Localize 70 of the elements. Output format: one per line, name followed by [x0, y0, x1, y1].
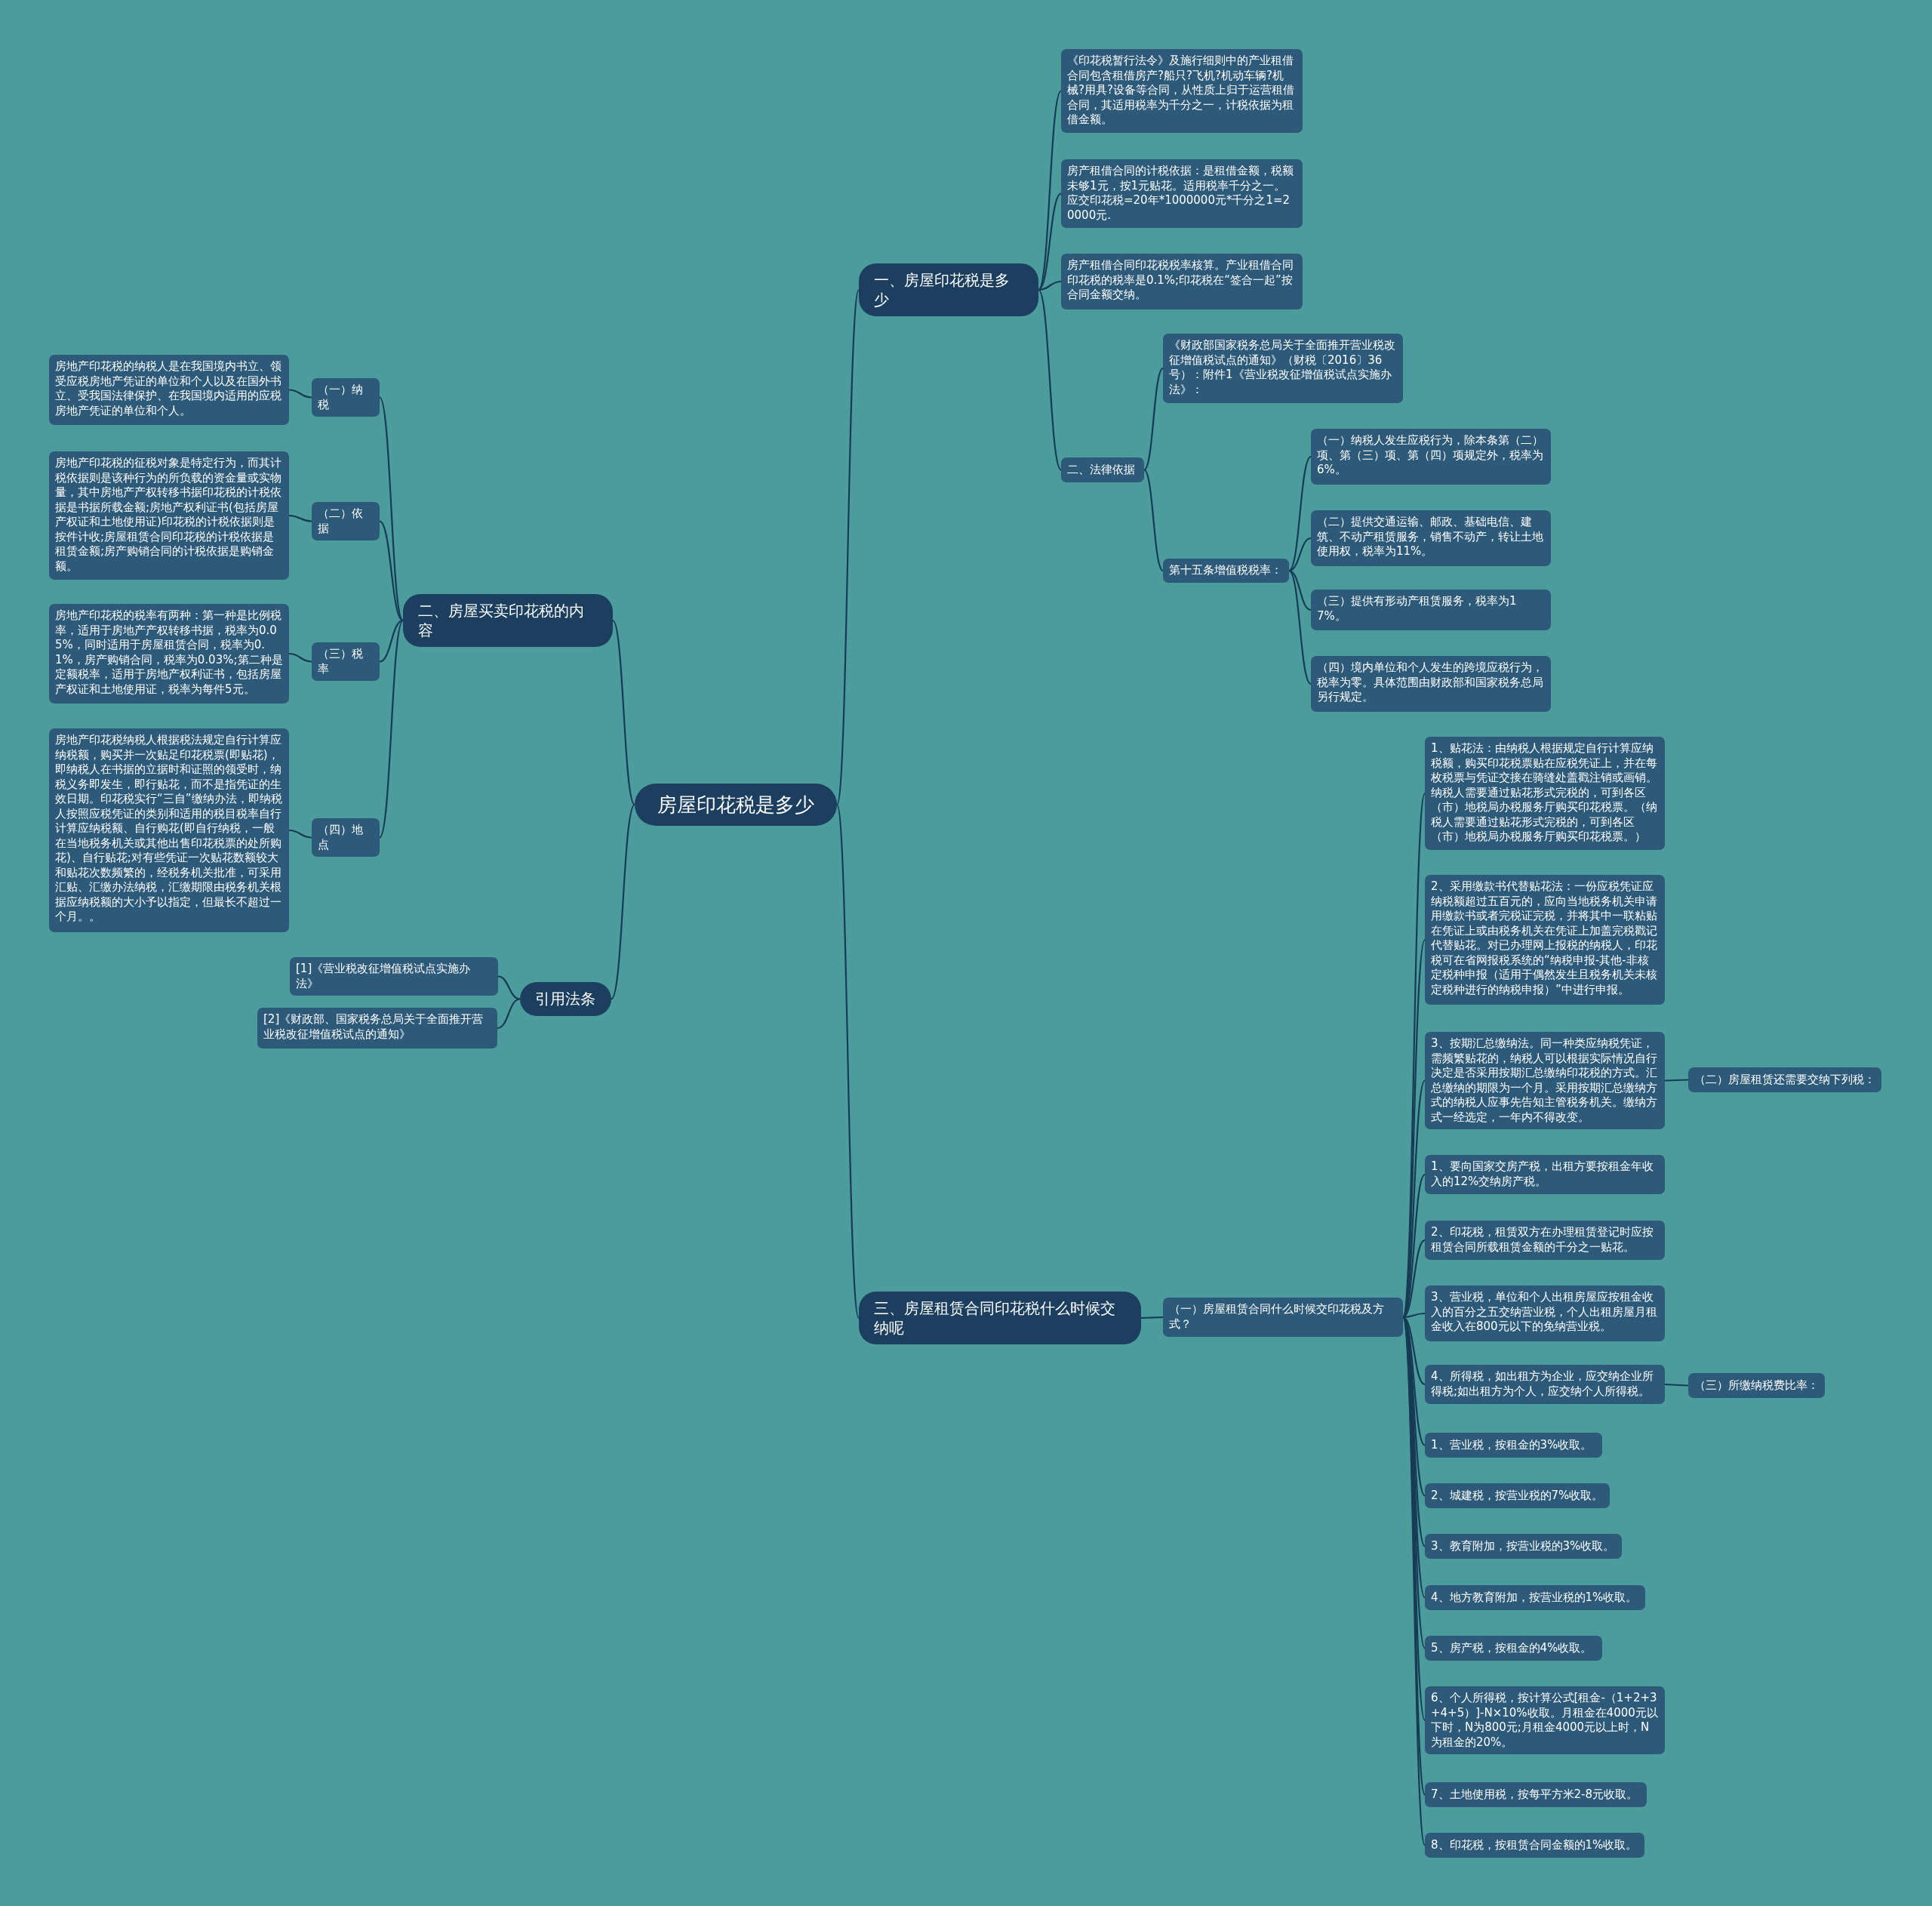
- connector-line: [1288, 456, 1312, 571]
- subtopic-box: 3、教育附加，按营业税的3%收取。: [1425, 1534, 1622, 1559]
- connector-line: [611, 804, 635, 1000]
- subtopic-box: 8、印花税，按租赁合同金额的1%收取。: [1425, 1833, 1644, 1858]
- connector-line: [1288, 569, 1312, 611]
- subtopic-box: （一）纳税: [312, 378, 380, 417]
- connector-line: [288, 652, 312, 663]
- topic-box: 引用法条: [520, 982, 611, 1016]
- topic-box: 二、房屋买卖印花税的内容: [403, 594, 613, 647]
- note-box: 《印花税暂行法令》及施行细则中的产业租借合同包含租借房产?船只?飞机?机动车辆?机械?用具?设备等合同，从性质上归于运营租借合同，其适用税率为千分之一，计税依据为租借金额。: [1061, 49, 1303, 133]
- connector-line: [1038, 280, 1062, 291]
- subtopic-box: 7、土地使用税，按每平方米2-8元收取。: [1425, 1782, 1647, 1807]
- connector-line: [835, 289, 860, 805]
- connector-line: [1288, 537, 1312, 572]
- subtopic-box: 1、营业税，按租金的3%收取。: [1425, 1433, 1602, 1458]
- connector-line: [497, 975, 521, 1000]
- note-box: 房产租借合同的计税依据：是租借金额，税额未够1元，按1元贴花。适用税率千分之一。应交印花税=20年*1000000元*千分之1=20000元.: [1061, 159, 1303, 228]
- connector-line: [288, 514, 312, 522]
- note-box: [2]《财政部、国家税务总局关于全面推开营业税改征增值税试点的通知》: [257, 1008, 497, 1048]
- note-box: 房地产印花税的税率有两种：第一种是比例税率，适用于房地产产权转移书据，税率为0.05%，同时适用于房屋租赁合同，税率为0.1%，房产购销合同，税率为0.03%;第二种是定额税率，适用于房地产权利证书，包括房屋产权证和土地使用证，税率为每件5元。: [49, 604, 289, 704]
- connector-line: [1038, 289, 1062, 471]
- subtopic-box: 第十五条增值税税率：: [1163, 559, 1289, 583]
- note-box: 房地产印花税的征税对象是特定行为，而其计税依据则是该种行为的所负载的资金量或实物量，其中房地产产权转移书据印花税的计税依据是书据所载金额;房地产权利证书(包括房屋产权证和土地使用证)印花税的计税依据则是按件计收;房屋租赁合同印花税的计税依据是租赁金额;房产购销合同的计税依据是购销金额。: [49, 451, 289, 580]
- note-box: 3、按期汇总缴纳法。同一种类应纳税凭证，需频繁贴花的，纳税人可以根据实际情况自行决定是否采用按期汇总缴纳印花税的方式。汇总缴纳的期限为一个月。采用按期汇总缴纳方式的纳税人应事先告知主管税务机关。缴纳方式一经选定，一年内不得改变。: [1425, 1032, 1665, 1129]
- connector-line: [1038, 192, 1062, 291]
- connector-line: [288, 829, 312, 839]
- note-box: 3、营业税，单位和个人出租房屋应按租金收入的百分之五交纳营业税，个人出租房屋月租金收入在800元以下的免纳营业税。: [1425, 1286, 1665, 1341]
- subtopic-box: （二）房屋租赁还需要交纳下列税：: [1688, 1067, 1881, 1092]
- note-box: 1、要向国家交房产税，出租方要按租金年收入的12%交纳房产税。: [1425, 1155, 1665, 1194]
- connector-line: [379, 620, 404, 839]
- connector-line: [1143, 469, 1164, 571]
- subtopic-box: （四）地点: [312, 818, 380, 857]
- connector-line: [379, 396, 404, 621]
- connector-line: [1038, 90, 1062, 291]
- connector-line: [612, 620, 635, 805]
- note-box: （一）房屋租赁合同什么时候交印花税及方式？: [1163, 1298, 1403, 1337]
- connector-line: [288, 389, 312, 399]
- subtopic-box: 2、城建税，按营业税的7%收取。: [1425, 1483, 1610, 1508]
- subtopic-box: （三）所缴纳税费比率：: [1688, 1373, 1825, 1398]
- central-topic: 房屋印花税是多少: [635, 784, 837, 826]
- connector-line: [1140, 1316, 1164, 1319]
- connector-line: [1143, 368, 1164, 471]
- note-box: 4、所得税，如出租方为企业，应交纳企业所得税;如出租方为个人，应交纳个人所得税。: [1425, 1365, 1665, 1404]
- topic-box: 三、房屋租赁合同印花税什么时候交纳呢: [859, 1292, 1141, 1344]
- subtopic-box: 4、地方教育附加，按营业税的1%收取。: [1425, 1585, 1645, 1610]
- topic-box: 一、房屋印花税是多少: [859, 263, 1038, 316]
- connector-line: [379, 619, 404, 663]
- note-box: 房产租借合同印花税税率核算。产业租借合同印花税的税率是0.1%;印花税在“签合一起”按合同金额交纳。: [1061, 254, 1303, 309]
- note-box: 6、个人所得税，按计算公式[租金-（1+2+3+4+5）]-N×10%收取。月租金在4000元以下时，N为800元;月租金4000元以上时，N为租金的20%。: [1425, 1686, 1665, 1754]
- note-box: （二）提供交通运输、邮政、基础电信、建筑、不动产租赁服务，销售不动产，转让土地使用权，税率为11%。: [1311, 510, 1551, 566]
- note-box: 2、印花税，租赁双方在办理租赁登记时应按租赁合同所载租赁金额的千分之一贴花。: [1425, 1221, 1665, 1260]
- note-box: （四）境内单位和个人发生的跨境应税行为，税率为零。具体范围由财政部和国家税务总局另行规定。: [1311, 656, 1551, 712]
- connector-line: [835, 804, 860, 1319]
- subtopic-box: （三）税率: [312, 642, 380, 681]
- connector-line: [379, 520, 404, 621]
- connector-line: [1664, 1383, 1689, 1387]
- subtopic-box: [1]《营业税改征增值税试点实施办法》: [290, 957, 498, 996]
- subtopic-box: （二）依据: [312, 502, 380, 540]
- connector-line: [1288, 570, 1312, 685]
- connector-line: [497, 998, 521, 1030]
- note-box: 房地产印花税纳税人根据税法规定自行计算应纳税额，购买并一次贴足印花税票(即贴花)，即纳税人在书据的立据时和证照的领受时，纳税义务即发生，即行贴花，而不是指凭证的生效日期。印花税实行“三自”缴纳办法，即纳税人按照应税凭证的类别和适用的税目税率自行计算应纳税额、自行购花(即自行纳税，一般在当地税务机关或其他出售印花税票的处所购花)、自行贴花;对有些凭证一次贴花数额较大和贴花次数频繁的，经税务机关批准，可采用汇贴、汇缴办法纳税，汇缴期限由税务机关根据应纳税额的大小予以指定，但最长不超过一个月。。: [49, 728, 289, 932]
- subtopic-box: 二、法律依据: [1061, 457, 1144, 482]
- note-box: 1、贴花法：由纳税人根据规定自行计算应纳税额，购买印花税票贴在应税凭证上，并在每枚税票与凭证交接在骑缝处盖戳注销或画销。纳税人需要通过贴花形式完税的，可到各区（市）地税局办税服务厅购买印花税票。（纳税人需要通过贴花形式完税的，可到各区（市）地税局办税服务厅购买印花税票。）: [1425, 737, 1665, 850]
- note-box: 《财政部国家税务总局关于全面推开营业税改征增值税试点的通知》（财税〔2016〕36号）：附件1《营业税改征增值税试点实施办法》：: [1163, 334, 1403, 403]
- note-box: （三）提供有形动产租赁服务，税率为17%。: [1311, 590, 1551, 630]
- connector-line: [1664, 1079, 1689, 1082]
- note-box: （一）纳税人发生应税行为，除本条第（二）项、第（三）项、第（四）项规定外，税率为6%。: [1311, 429, 1551, 485]
- note-box: 房地产印花税的纳税人是在我国境内书立、领受应税房地产凭证的单位和个人以及在国外书立、受我国法律保护、在我国境内适用的应税房地产凭证的单位和个人。: [49, 355, 289, 425]
- note-box: 2、采用缴款书代替贴花法：一份应税凭证应纳税额超过五百元的，应向当地税务机关申请用缴款书或者完税证完税，并将其中一联粘贴在凭证上或由税务机关在凭证上加盖完税戳记代替贴花。对已办理网上报税的纳税人，印花税可在省网报税系统的“纳税申报-其他-非核定税种申报（适用于偶然发生且税务机关未核定税种进行的纳税申报）”中进行申报。: [1425, 875, 1665, 1005]
- subtopic-box: 5、房产税，按租金的4%收取。: [1425, 1636, 1602, 1661]
